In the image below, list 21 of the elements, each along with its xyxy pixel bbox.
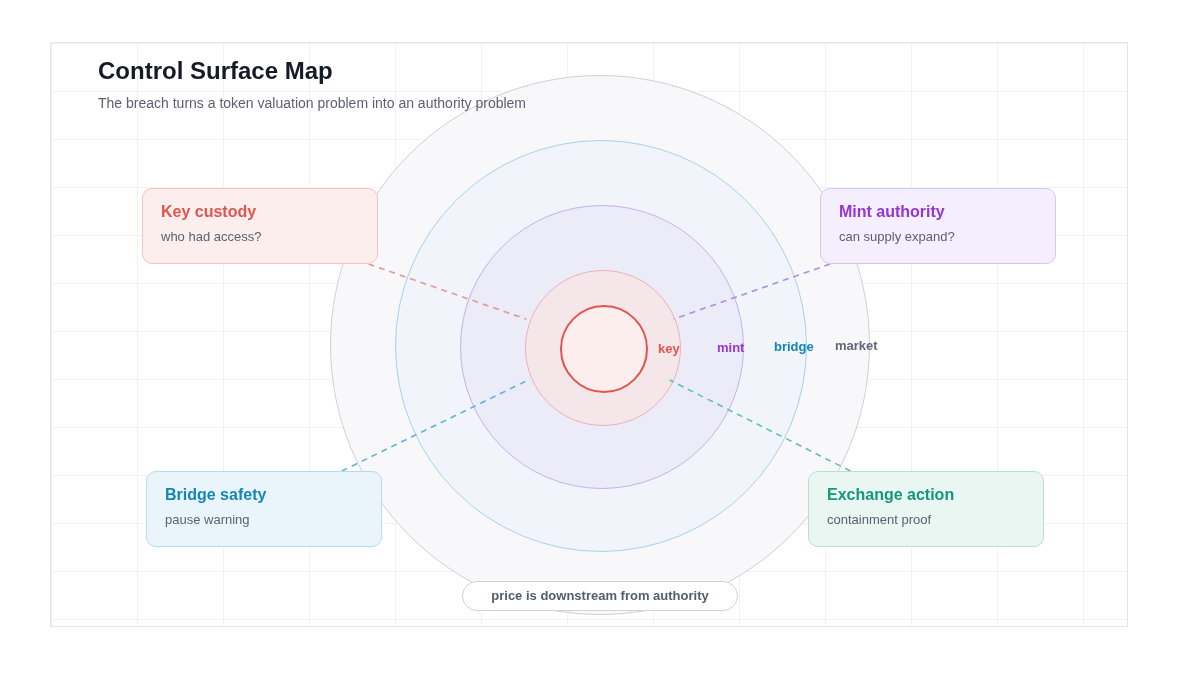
card-heading: Exchange action xyxy=(827,486,955,504)
ring-label: key xyxy=(658,341,680,356)
card-note: can supply expand? xyxy=(839,229,955,244)
subtitle: The breach turns a token valuation problem into an authority problem xyxy=(98,95,527,111)
card-note: containment proof xyxy=(827,512,932,527)
leader-line xyxy=(672,263,831,320)
leader-line xyxy=(367,263,528,321)
card-heading: Mint authority xyxy=(839,203,945,221)
card-heading: Bridge safety xyxy=(165,486,267,504)
callout-card xyxy=(142,188,378,264)
ring-label: bridge xyxy=(774,339,814,354)
title: Control Surface Map xyxy=(98,57,333,85)
callout-card xyxy=(808,471,1044,547)
callout-card xyxy=(146,471,382,547)
leader-line xyxy=(668,379,852,472)
card-heading: Key custody xyxy=(161,203,257,221)
ring-label: market xyxy=(835,338,878,353)
card-note: pause warning xyxy=(165,512,250,527)
ring-label: mint xyxy=(717,340,745,355)
card-note: who had access? xyxy=(161,229,262,244)
callout-card xyxy=(820,188,1056,264)
